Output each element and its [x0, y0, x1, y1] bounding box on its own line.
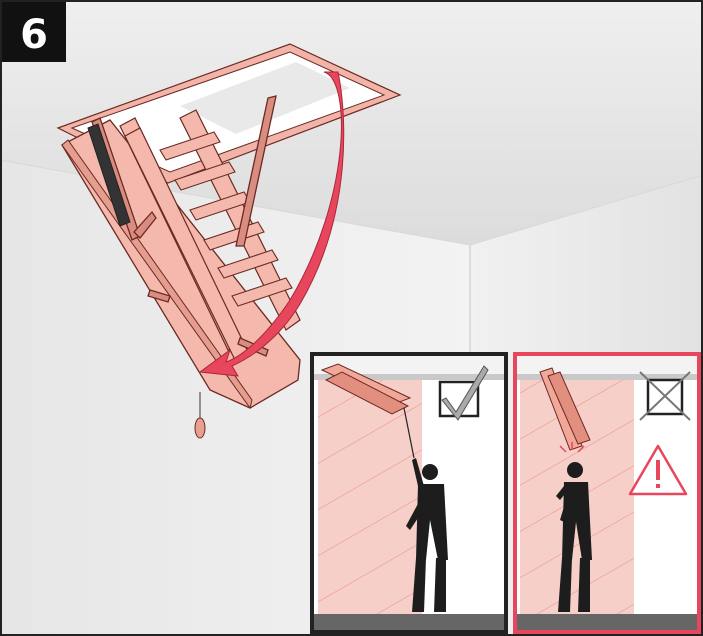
correct-usage-panel: [310, 352, 508, 634]
ladder-lid: [61, 95, 301, 439]
cross-mark-icon: [639, 371, 691, 421]
person-correct: [406, 458, 448, 612]
warning-triangle-icon: [628, 444, 688, 496]
ladder-stiles: [119, 109, 301, 363]
gas-spring: [87, 123, 131, 227]
step-badge: 6: [2, 2, 66, 62]
check-mark-icon: [438, 365, 489, 421]
incorrect-usage-panel: [513, 352, 701, 634]
open-direction-arrow: [198, 71, 345, 377]
person-incorrect: [556, 462, 592, 612]
ceiling: [2, 2, 701, 245]
ladder-rungs: [159, 131, 293, 307]
pull-handle: [194, 417, 206, 439]
step-number: 6: [20, 12, 48, 58]
impact-marks: [559, 442, 585, 453]
